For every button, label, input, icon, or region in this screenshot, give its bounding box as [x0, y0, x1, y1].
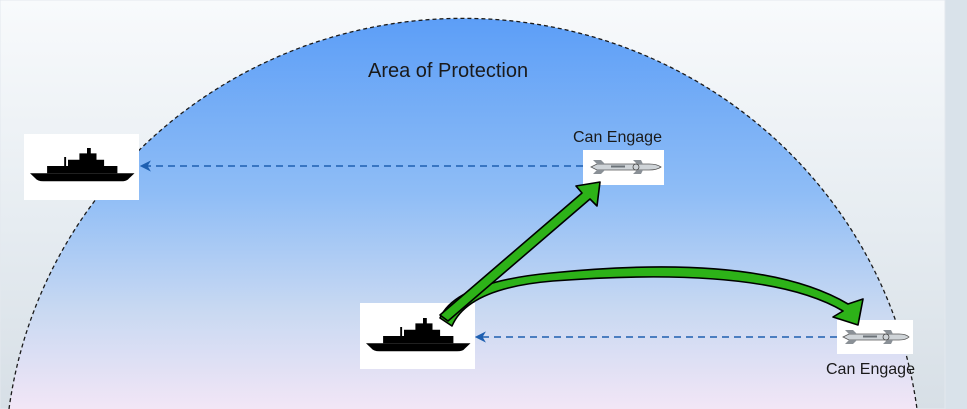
can-engage-label-bottom: Can Engage — [826, 361, 915, 378]
remote-ship — [24, 134, 139, 200]
missile-target-bottom — [837, 320, 913, 354]
protection-area — [9, 18, 917, 409]
missile-target-top — [583, 150, 664, 185]
can-engage-label-top: Can Engage — [573, 129, 662, 146]
protection-boundary — [8, 17, 918, 409]
right-edge-panel — [945, 0, 967, 409]
curved-engage-arrow — [439, 266, 864, 327]
diagram-title: Area of Protection — [368, 60, 529, 82]
straight-engage-arrow — [439, 181, 601, 322]
